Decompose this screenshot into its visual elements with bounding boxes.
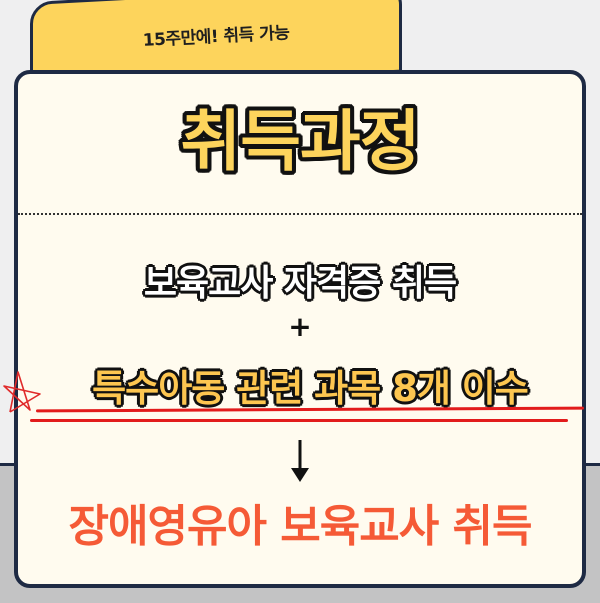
step-one-text: 보육교사 자격증 취득 [143,263,457,304]
content-card [14,70,586,588]
dotted-divider [18,213,582,215]
plus-icon: + [288,310,312,343]
star-doodle-icon [3,371,41,413]
step-two-text: 특수아동 관련 과목 8개 이수 [92,367,529,410]
result-text: 장애영유아 보육교사 취득 [68,501,533,552]
red-underline-2 [30,419,568,422]
down-arrow-icon [0,438,600,488]
page-title: 취득과정 [180,103,421,180]
